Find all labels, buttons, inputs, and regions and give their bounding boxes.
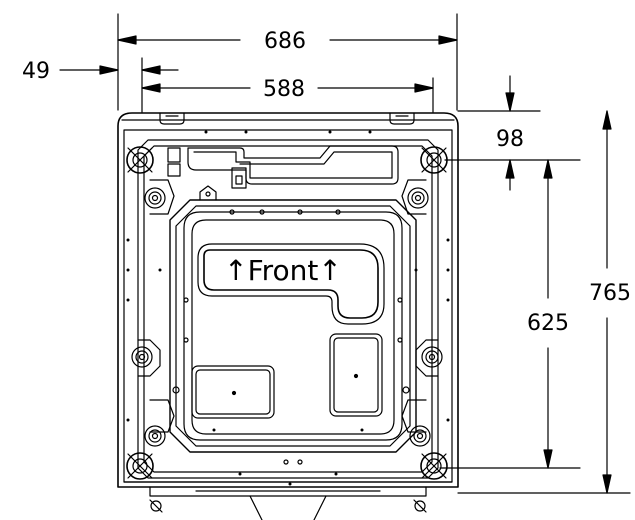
leveling-foot-front-left (126, 146, 154, 174)
damper-mount-lower-left (144, 425, 166, 447)
damper-mount-mid-right (421, 346, 443, 368)
leveling-foot-rear-left (126, 452, 154, 480)
leveling-foot-front-right (420, 146, 448, 174)
overall-depth-label: 765 (589, 281, 631, 306)
foot-span-depth-label: 625 (527, 311, 569, 336)
side-offset-label: 49 (22, 59, 50, 84)
damper-mount-upper-right (407, 187, 429, 209)
damper-mount-lower-right (409, 425, 431, 447)
leveling-foot-rear-right (420, 452, 448, 480)
foot-span-width-label: 588 (263, 77, 305, 102)
overall-width-label: 686 (264, 29, 306, 54)
damper-mount-upper-left (144, 187, 166, 209)
dimension-lines (59, 13, 631, 494)
damper-mount-mid-left (131, 346, 153, 368)
appliance-base: ↑Front↑ (117, 112, 459, 520)
front-direction-marker: ↑Front↑ (224, 254, 342, 287)
top-offset-label: 98 (496, 127, 524, 152)
